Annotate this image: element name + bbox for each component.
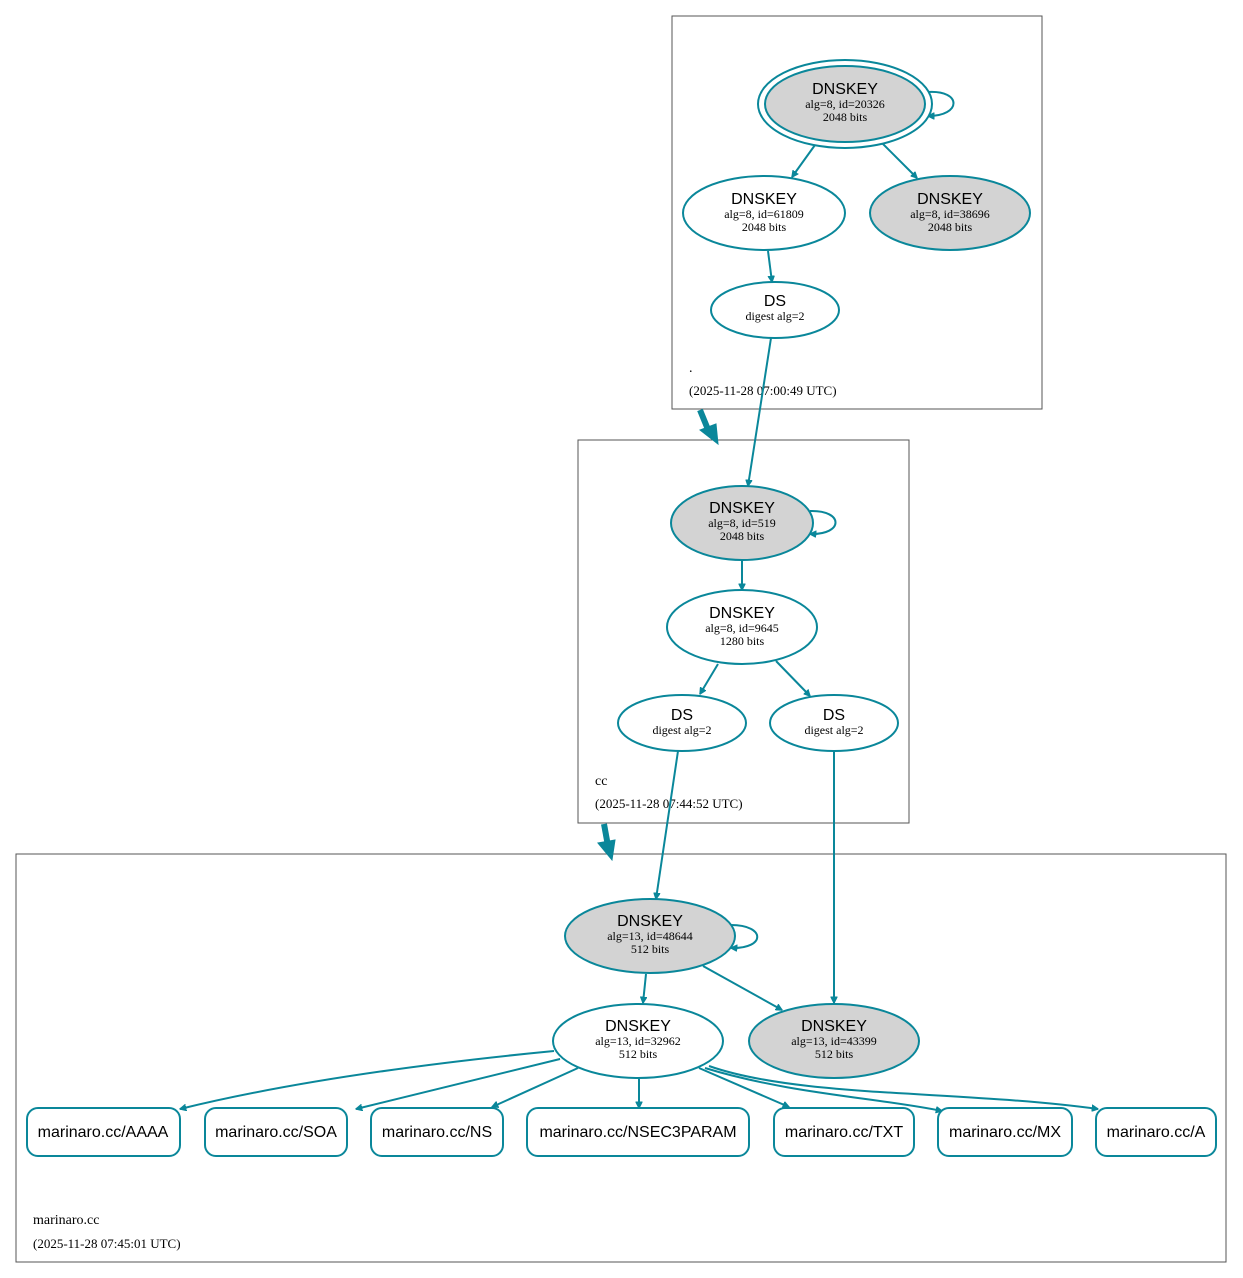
node-detail: alg=8, id=61809	[724, 207, 804, 221]
node-title: DNSKEY	[731, 191, 797, 208]
node-detail: digest alg=2	[745, 309, 804, 323]
rrset-label: marinaro.cc/TXT	[785, 1124, 903, 1141]
edge-cc-ksk-self	[810, 509, 837, 534]
ds-cc-node-1[interactable]: DS digest alg=2	[617, 694, 747, 752]
dnskey-root-zsk2-node[interactable]: DNSKEY alg=8, id=38696 2048 bits	[869, 175, 1031, 251]
edge-m-zsk-to-mx	[704, 1067, 942, 1111]
dnskey-marinaro-key3-node[interactable]: DNSKEY alg=13, id=43399 512 bits	[748, 1003, 920, 1079]
node-title: DS	[823, 707, 845, 724]
node-title: DNSKEY	[605, 1018, 671, 1035]
node-detail: alg=8, id=519	[708, 516, 776, 530]
zone-root-name: .	[689, 361, 693, 376]
dnskey-cc-zsk-node[interactable]: DNSKEY alg=8, id=9645 1280 bits	[666, 589, 818, 665]
dnskey-root-zsk1-node[interactable]: DNSKEY alg=8, id=61809 2048 bits	[682, 175, 846, 251]
dnskey-marinaro-ksk-node[interactable]: DNSKEY alg=13, id=48644 512 bits	[564, 898, 736, 974]
edge-m-zsk-to-a	[708, 1065, 1098, 1109]
node-title: DNSKEY	[801, 1018, 867, 1035]
ds-root-node[interactable]: DS digest alg=2	[710, 281, 840, 339]
node-detail: 2048 bits	[720, 529, 765, 543]
zone-cc-timestamp: (2025-11-28 07:44:52 UTC)	[595, 796, 743, 811]
zone-marinaro-name: marinaro.cc	[33, 1213, 99, 1228]
node-detail: 512 bits	[815, 1047, 854, 1061]
node-detail: 512 bits	[619, 1047, 658, 1061]
dnskey-marinaro-zsk-node[interactable]: DNSKEY alg=13, id=32962 512 bits	[552, 1003, 724, 1079]
edge-m-ksk-to-key3	[702, 965, 782, 1011]
node-title: DNSKEY	[617, 913, 683, 930]
rrset-label: marinaro.cc/NS	[382, 1124, 492, 1141]
node-detail: 512 bits	[631, 942, 670, 956]
rrset-a-node[interactable]: marinaro.cc/A	[1095, 1107, 1217, 1157]
edge-root-ksk-to-zsk1	[792, 144, 816, 177]
rrset-nsec3param-node[interactable]: marinaro.cc/NSEC3PARAM	[526, 1107, 750, 1157]
edge-m-ksk-to-zsk	[643, 973, 646, 1003]
rrset-soa-node[interactable]: marinaro.cc/SOA	[204, 1107, 348, 1157]
node-detail: alg=8, id=38696	[910, 207, 990, 221]
ds-cc-node-2[interactable]: DS digest alg=2	[769, 694, 899, 752]
node-detail: alg=8, id=9645	[705, 621, 779, 635]
rrset-label: marinaro.cc/MX	[949, 1124, 1061, 1141]
node-title: DNSKEY	[812, 81, 878, 98]
edge-root-zsk1-to-ds	[767, 250, 772, 282]
node-detail: alg=13, id=32962	[595, 1034, 681, 1048]
node-title: DNSKEY	[709, 500, 775, 517]
edge-root-ksk-self	[928, 90, 955, 116]
edge-root-ds-to-cc-ksk	[748, 337, 772, 486]
node-detail: 2048 bits	[928, 220, 973, 234]
node-title: DNSKEY	[709, 605, 775, 622]
edge-cc-zsk-to-ds2	[775, 660, 810, 696]
zone-marinaro-timestamp: (2025-11-28 07:45:01 UTC)	[33, 1236, 181, 1251]
node-detail: 2048 bits	[742, 220, 787, 234]
rrset-aaaa-node[interactable]: marinaro.cc/AAAA	[26, 1107, 181, 1157]
node-detail: 2048 bits	[823, 110, 868, 124]
node-detail: alg=8, id=20326	[805, 97, 885, 111]
edge-m-zsk-to-soa	[356, 1058, 561, 1109]
edge-m-zsk-to-ns	[492, 1067, 579, 1107]
edge-cc-ds1-to-m-ksk	[656, 750, 679, 899]
edge-root-ksk-to-zsk2	[881, 142, 917, 178]
rrset-label: marinaro.cc/NSEC3PARAM	[539, 1124, 736, 1141]
node-detail: alg=13, id=48644	[607, 929, 693, 943]
node-title: DS	[764, 293, 786, 310]
rrset-label: marinaro.cc/SOA	[215, 1124, 337, 1141]
rrset-label: marinaro.cc/AAAA	[38, 1124, 169, 1141]
node-detail: alg=13, id=43399	[791, 1034, 877, 1048]
edge-m-zsk-to-txt	[698, 1067, 789, 1107]
node-title: DS	[671, 707, 693, 724]
rrset-label: marinaro.cc/A	[1107, 1124, 1206, 1141]
node-detail: digest alg=2	[804, 723, 863, 737]
dnskey-cc-ksk-node[interactable]: DNSKEY alg=8, id=519 2048 bits	[670, 485, 814, 561]
edge-m-ksk-self	[731, 924, 759, 948]
rrset-txt-node[interactable]: marinaro.cc/TXT	[773, 1107, 915, 1157]
dnskey-root-ksk-node[interactable]: DNSKEY alg=8, id=20326 2048 bits	[757, 59, 933, 149]
rrset-mx-node[interactable]: marinaro.cc/MX	[937, 1107, 1073, 1157]
delegation-root-to-cc	[697, 408, 719, 446]
node-detail: digest alg=2	[652, 723, 711, 737]
rrset-ns-node[interactable]: marinaro.cc/NS	[370, 1107, 504, 1157]
edge-cc-zsk-to-ds1	[699, 663, 719, 694]
delegation-cc-to-marinaro	[597, 823, 616, 862]
edge-m-zsk-to-aaaa	[180, 1050, 555, 1109]
node-title: DNSKEY	[917, 191, 983, 208]
node-detail: 1280 bits	[720, 634, 765, 648]
zone-cc-name: cc	[595, 774, 607, 789]
